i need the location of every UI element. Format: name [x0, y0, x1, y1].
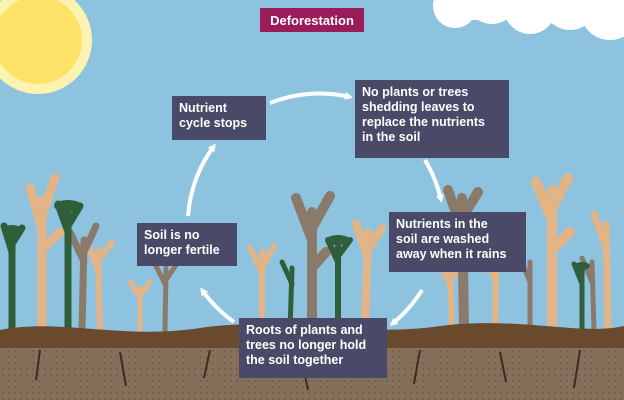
green-tree-crowns — [2, 200, 590, 270]
step-label: Nutrient cycle stops — [179, 101, 248, 130]
sun-icon — [0, 0, 92, 94]
cycle-arrows — [186, 91, 444, 326]
step-nutrient-cycle-stops: Nutrient cycle stops — [172, 96, 266, 140]
cloud-icon — [433, 0, 624, 40]
step-label: Roots of plants and trees no longer hold… — [246, 323, 367, 367]
dead-trees — [0, 173, 612, 335]
step-nutrients-washed: Nutrients in the soil are washed away wh… — [389, 212, 526, 272]
step-soil-not-fertile: Soil is no longer fertile — [137, 223, 237, 266]
step-label: Soil is no longer fertile — [144, 228, 220, 257]
step-roots-no-longer-hold: Roots of plants and trees no longer hold… — [239, 318, 387, 378]
step-label: No plants or trees shedding leaves to re… — [362, 85, 485, 144]
step-no-plants-shedding: No plants or trees shedding leaves to re… — [355, 80, 509, 158]
step-label: Nutrients in the soil are washed away wh… — [396, 217, 507, 261]
diagram-title: Deforestation — [260, 8, 364, 32]
